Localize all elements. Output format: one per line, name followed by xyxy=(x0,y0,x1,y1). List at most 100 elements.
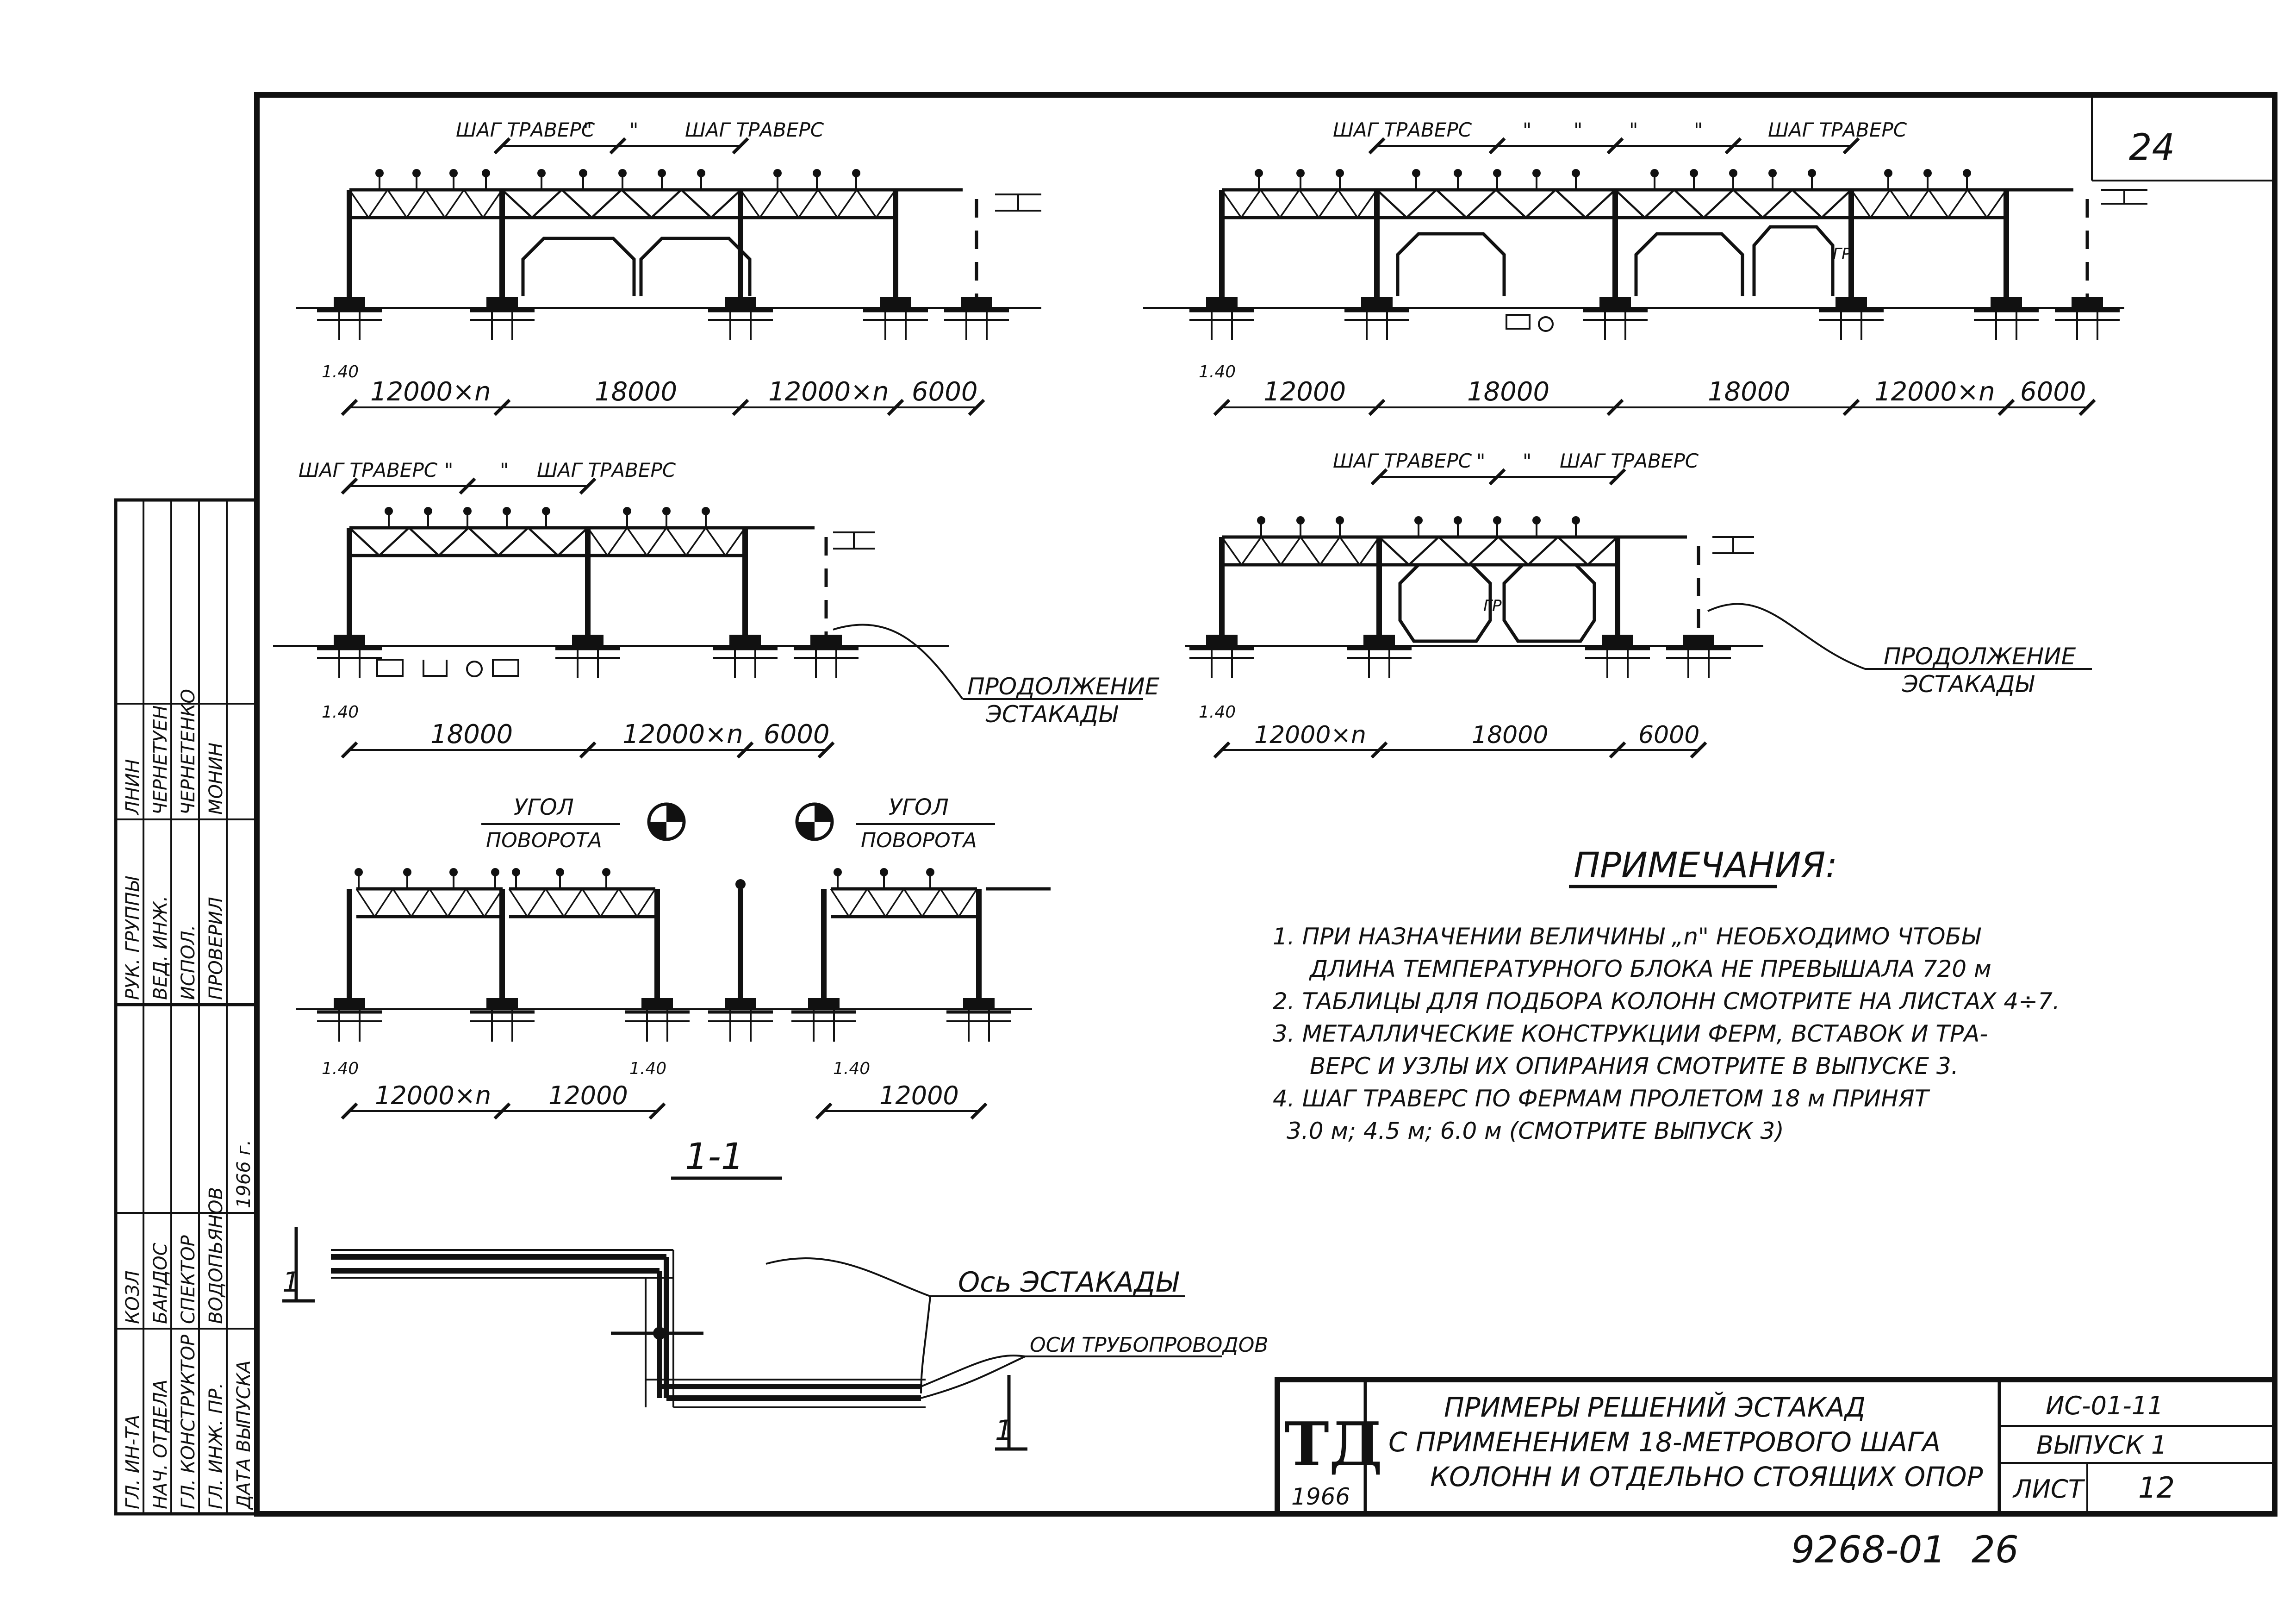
drawing-label: " xyxy=(1694,119,1703,141)
drawing-label: КОЛОНН И ОТДЕЛЬНО СТОЯЩИХ ОПОР xyxy=(1430,1461,1983,1493)
drawing-label: 4. ШАГ ТРАВЕРС ПО ФЕРМАМ ПРОЛЕТОМ 18 м П… xyxy=(1273,1085,1930,1112)
drawing-label: 12 xyxy=(2138,1471,2175,1505)
drawing-label: " xyxy=(1523,450,1531,472)
drawing-label: 1.40 xyxy=(629,1059,666,1078)
drawing-label: РУК. ГРУППЫ xyxy=(122,876,143,1000)
drawing-label: ШАГ ТРАВЕРС xyxy=(685,119,824,141)
drawing-label: ВОДОПЬЯНОВ xyxy=(205,1187,227,1324)
drawing-label: " xyxy=(1523,119,1531,141)
drawing-label: ШАГ ТРАВЕРС xyxy=(1333,119,1472,141)
drawing-label: ПРОДОЛЖЕНИЕ xyxy=(967,673,1160,700)
drawing-label: ШАГ ТРАВЕРС xyxy=(1560,450,1699,472)
drawing-label: ШАГ ТРАВЕРС xyxy=(456,119,595,141)
drawing-label: ШАГ ТРАВЕРС xyxy=(537,459,676,481)
drawing-label: ШАГ ТРАВЕРС xyxy=(299,459,438,481)
drawing-label: ЭСТАКАДЫ xyxy=(985,701,1118,728)
elevation-5: УГОЛ ПОВОРОТА УГОЛ ПОВОРОТА 12000×n 1200… xyxy=(296,794,1051,1118)
drawing-label: ДАТА ВЫПУСКА xyxy=(233,1361,255,1510)
drawing-label: УГОЛ xyxy=(889,794,949,820)
drawing-label: 2. ТАБЛИЦЫ ДЛЯ ПОДБОРА КОЛОНН СМОТРИТЕ Н… xyxy=(1273,988,2060,1015)
drawing-label: 18000 xyxy=(430,719,513,750)
page-number: 26 xyxy=(1972,1528,2019,1571)
drawing-label: 6000 xyxy=(912,377,978,407)
drawing-label: " xyxy=(444,459,453,481)
elevation-2: ГР ШАГ ТРАВЕРС " " " " ШАГ ТРАВЕРС 12000… xyxy=(1143,119,2147,415)
drawing-label: 1.40 xyxy=(322,1059,359,1078)
drawing-label: ЛИСТ xyxy=(2012,1474,2085,1504)
drawing-label: ГЛ. ИН-ТА xyxy=(122,1415,143,1509)
drawing-label: 1.40 xyxy=(322,362,359,381)
drawing-label: 12000×n xyxy=(1874,377,1995,407)
drawing-label: 12000×n xyxy=(1254,721,1366,749)
drawing-label: ПОВОРОТА xyxy=(486,829,602,852)
notes-title: ПРИМЕЧАНИЯ: xyxy=(1574,844,1837,886)
drawing-label: 1966 xyxy=(1291,1483,1350,1510)
drawing-label: 18000 xyxy=(595,377,677,407)
notes: ПРИМЕЧАНИЯ: 1. ПРИ НАЗНАЧЕНИИ ВЕЛИЧИНЫ „… xyxy=(1273,844,2060,1144)
title-block: ТД 1966 ПРИМЕРЫ РЕШЕНИЙ ЭСТАКАД С ПРИМЕН… xyxy=(1275,1377,2277,1517)
drawing-label: 12000 xyxy=(548,1081,628,1110)
drawing-label: ЧЕРНЕТЕНКО xyxy=(178,689,199,815)
drawing-label: 12000×n xyxy=(622,719,743,750)
drawing-label: 18000 xyxy=(1467,377,1549,407)
drawing-label: ГР xyxy=(1483,597,1502,615)
drawing-label: КОЗЛ xyxy=(122,1270,143,1324)
drawing-label: ПОВОРОТА xyxy=(861,829,977,852)
drawing-label: ПРОВЕРИЛ xyxy=(205,897,227,1000)
drawing-label: ИС-01-11 xyxy=(2046,1391,2164,1420)
section-title: 1-1 xyxy=(685,1136,744,1178)
drawing-label: 18000 xyxy=(1472,721,1548,749)
drawing-label: ГЛ. ИНЖ. ПР. xyxy=(205,1383,227,1509)
drawing-label: С ПРИМЕНЕНИЕМ 18-МЕТРОВОГО ШАГА xyxy=(1388,1426,1941,1458)
drawing-label: 12000×n xyxy=(375,1081,491,1110)
drawing-label: " xyxy=(629,119,638,141)
drawing-label: 1 xyxy=(282,1266,300,1299)
section-1-1: 1-1 1 1 Ось ЭСТАКАДЫ ОСИ ТРУБОПРОВОДОВ xyxy=(282,1136,1269,1451)
drawing-label: 1.40 xyxy=(833,1059,870,1078)
drawing-label: 6000 xyxy=(764,719,830,750)
archive-number: 9268-01 xyxy=(1791,1528,1946,1571)
elevation-4: ГР ШАГ ТРАВЕРС " " ШАГ ТРАВЕРС 12000×n 1… xyxy=(1185,450,2092,757)
drawing-label: ИСПОЛ. xyxy=(178,925,199,1000)
drawing-label: НАЧ. ОТДЕЛА xyxy=(150,1380,171,1509)
sheet-corner-number: 24 xyxy=(2129,127,2175,169)
axis-label: Ось ЭСТАКАДЫ xyxy=(958,1266,1180,1299)
drawing-label: 3.0 м; 4.5 м; 6.0 м (СМОТРИТЕ ВЫПУСК 3) xyxy=(1287,1118,1784,1144)
drawing-label: ЧЕРНЕТУЕН xyxy=(150,706,171,815)
drawing-label: ЛНИН xyxy=(122,759,143,816)
drawing-label: ШАГ ТРАВЕРС xyxy=(1333,450,1472,472)
drawing-label: 1966 г. xyxy=(233,1140,255,1208)
drawing-label: 1.40 xyxy=(1199,703,1236,722)
elevation-3: ШАГ ТРАВЕРС " " ШАГ ТРАВЕРС 18000 12000×… xyxy=(273,459,1160,757)
drawing-label: ПРОДОЛЖЕНИЕ xyxy=(1884,643,2076,670)
drawing-label: 12000×n xyxy=(370,377,491,407)
drawing-label: " xyxy=(500,459,509,481)
drawing-label: 6000 xyxy=(2020,377,2086,407)
drawing-label: ШАГ ТРАВЕРС xyxy=(1768,119,1907,141)
drawing-label: 18000 xyxy=(1708,377,1790,407)
pipelines-label: ОСИ ТРУБОПРОВОДОВ xyxy=(1030,1333,1269,1357)
drawing-label: 6000 xyxy=(1638,721,1699,749)
drawing-label: " xyxy=(583,119,592,141)
drawing-label: ГР xyxy=(1833,245,1851,263)
drawing-label: ВЫПУСК 1 xyxy=(2036,1430,2167,1460)
drawing-label: 1 xyxy=(995,1414,1013,1447)
drawing-label: 1.40 xyxy=(1199,362,1236,381)
drawing-label: МОНИН xyxy=(205,743,227,815)
drawing-label: СПЕКТОР xyxy=(178,1235,199,1324)
drawing-label: ГЛ. КОНСТРУКТОР xyxy=(178,1334,199,1509)
drawing-label: " xyxy=(1574,119,1582,141)
elevation-1: ШАГ ТРАВЕРС " " ШАГ ТРАВЕРС 12000×n 1800… xyxy=(296,119,1041,415)
drawing-label: " xyxy=(1629,119,1638,141)
drawing-label: " xyxy=(1476,450,1485,472)
drawing-label: 1. ПРИ НАЗНАЧЕНИИ ВЕЛИЧИНЫ „n" НЕОБХОДИМ… xyxy=(1273,923,1981,950)
drawing-label: ВЕД. ИНЖ. xyxy=(150,896,171,1000)
drawing-label: ПРИМЕРЫ РЕШЕНИЙ ЭСТАКАД xyxy=(1444,1391,1866,1423)
drawing-label: 1.40 xyxy=(322,703,359,722)
drawing-label: ЭСТАКАДЫ xyxy=(1902,671,2035,698)
drawing-label: ДЛИНА ТЕМПЕРАТУРНОГО БЛОКА НЕ ПРЕВЫШАЛА … xyxy=(1309,956,1991,982)
drawing-label: ВЕРС И УЗЛЫ ИХ ОПИРАНИЯ СМОТРИТЕ В ВЫПУС… xyxy=(1310,1053,1959,1080)
approval-stamp: ГЛ. ИН-ТА КОЗЛ НАЧ. ОТДЕЛА БАНДОС ГЛ. КО… xyxy=(114,498,259,1516)
drawing-label: УГОЛ xyxy=(514,794,574,820)
